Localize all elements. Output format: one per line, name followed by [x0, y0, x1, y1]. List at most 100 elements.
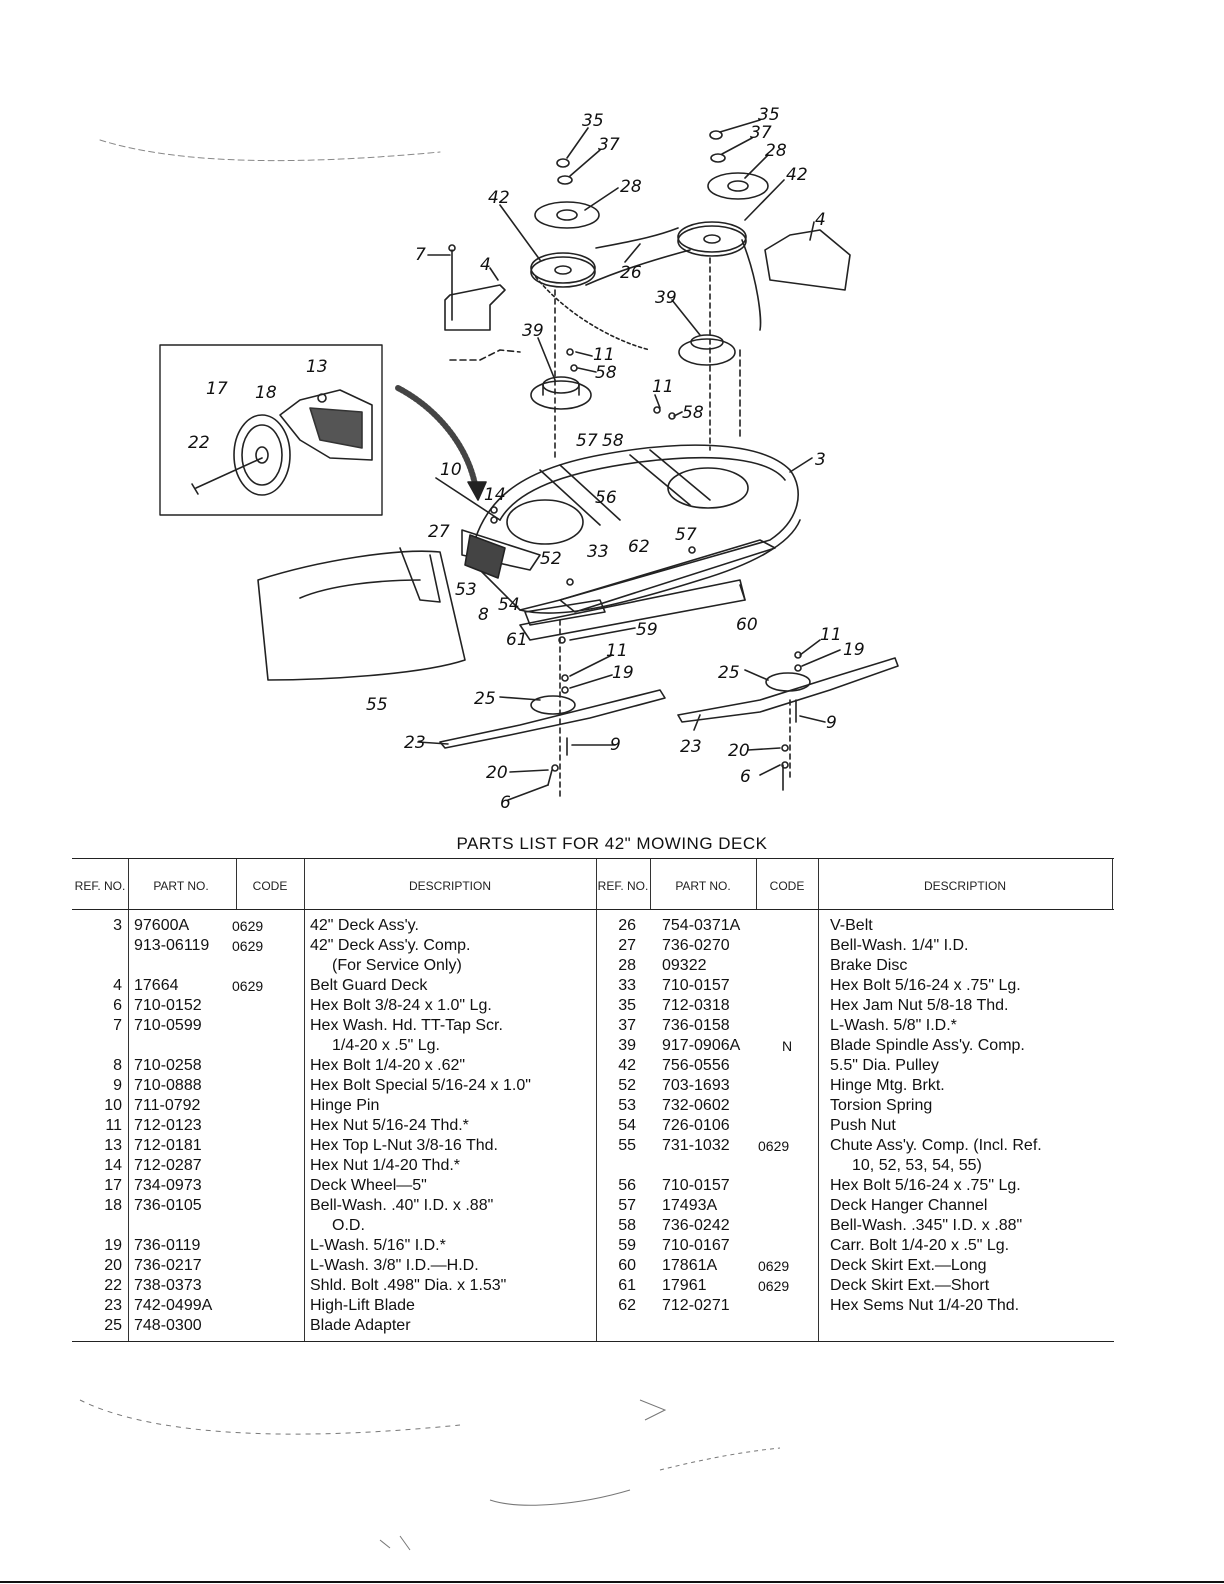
callout-9-left: 9: [610, 735, 621, 755]
part-number-cell: 726-0106: [662, 1116, 818, 1136]
part-ref-no: 23: [104, 1297, 122, 1314]
part-description: Hex Bolt 5/16-24 x .75" Lg.: [830, 977, 1021, 994]
callout-58-mid: 58: [682, 403, 704, 423]
part-ref-no: 18: [104, 1197, 122, 1214]
part-ref-no: 17: [104, 1177, 122, 1194]
callout-23-right: 23: [680, 737, 702, 757]
part-number: 17861A: [662, 1257, 718, 1274]
part-number: 913-06119: [134, 937, 210, 954]
part-number-cell: 756-0556: [662, 1056, 818, 1076]
part-number-cell: 712-0123: [134, 1116, 304, 1136]
callout-39-left: 39: [522, 321, 544, 341]
part-description: 5.5" Dia. Pulley: [830, 1057, 939, 1074]
callout-9-right: 9: [826, 713, 837, 733]
discharge-chute: [257, 550, 466, 681]
spindle-left: [530, 380, 592, 410]
part-ref-no: [72, 956, 128, 976]
part-number: 712-0271: [662, 1297, 730, 1314]
callout-6-right: 6: [740, 767, 751, 787]
part-description: L-Wash. 3/8" I.D.—H.D.: [310, 1257, 479, 1274]
part-number-cell: [662, 1156, 818, 1176]
part-ref-no: 13: [104, 1137, 122, 1154]
part-number-cell: 736-0217: [134, 1256, 304, 1276]
callout-20-left: 20: [486, 763, 508, 783]
part-description: 42" Deck Ass'y. Comp.: [310, 937, 471, 954]
callout-62: 62: [628, 537, 650, 557]
part-number-cell: 742-0499A: [134, 1296, 304, 1316]
scan-marks: [0, 1399, 1224, 1583]
part-ref-no: 55: [618, 1137, 636, 1154]
part-description: Bell-Wash. 1/4" I.D.: [830, 937, 969, 954]
callout-17: 17: [206, 379, 228, 399]
part-number-cell: 732-0602: [662, 1096, 818, 1116]
part-description: 10, 52, 53, 54, 55): [852, 1157, 982, 1174]
part-ref-no: [596, 1156, 642, 1176]
callout-4-left: 4: [480, 255, 491, 275]
part-description: Bell-Wash. .345" I.D. x .88": [830, 1217, 1023, 1234]
part-ref-no: 27: [618, 937, 636, 954]
brake-disc-left: [534, 201, 600, 229]
callout-28-left: 28: [620, 177, 642, 197]
part-number-cell: 913-06119 0629: [134, 936, 304, 956]
part-number-cell: 736-0119: [134, 1236, 304, 1256]
header-ref-no-right: REF. NO.: [597, 878, 649, 893]
part-ref-no: 11: [105, 1117, 122, 1134]
parts-list-table: REF. NO. PART NO. CODE DESCRIPTION REF. …: [72, 858, 1114, 1342]
part-description: Hex Wash. Hd. TT-Tap Scr.: [310, 1017, 503, 1034]
part-number: 738-0373: [134, 1277, 202, 1294]
part-description: Blade Spindle Ass'y. Comp.: [830, 1037, 1025, 1054]
part-ref-no: 54: [618, 1117, 636, 1134]
callout-14: 14: [484, 485, 506, 505]
callout-20-right: 20: [728, 741, 750, 761]
part-description: Deck Wheel—5": [310, 1177, 427, 1194]
part-description: Blade Adapter: [310, 1317, 411, 1334]
part-ref-no: 39: [618, 1037, 636, 1054]
part-ref-no: [72, 1036, 128, 1056]
part-ref-no: 58: [618, 1217, 636, 1234]
part-number: 756-0556: [662, 1057, 730, 1074]
part-ref-no: 14: [104, 1157, 122, 1174]
callout-8: 8: [478, 605, 489, 625]
part-code: 0629: [232, 938, 264, 954]
part-number-cell: 710-0167: [662, 1236, 818, 1256]
part-description: Hex Bolt Special 5/16-24 x 1.0": [310, 1077, 531, 1094]
part-number: 711-0792: [134, 1097, 201, 1114]
part-description: Hex Bolt 1/4-20 x .62": [310, 1057, 466, 1074]
header-code-left: CODE: [252, 878, 288, 893]
part-number: 754-0371A: [662, 917, 741, 934]
part-number-cell: 710-0599: [134, 1016, 304, 1036]
part-ref-no: 6: [113, 997, 122, 1014]
part-number: 17664: [134, 977, 179, 994]
part-ref-no: 35: [618, 997, 636, 1014]
header-part-no-right: PART NO.: [675, 878, 731, 893]
hinge-bracket: [461, 529, 541, 571]
callout-39-right: 39: [655, 288, 677, 308]
part-code: N: [782, 1038, 793, 1054]
part-code: 0629: [758, 1258, 790, 1274]
part-ref-no: 59: [618, 1237, 636, 1254]
part-number: 732-0602: [662, 1097, 730, 1114]
part-description: Deck Skirt Ext.—Long: [830, 1257, 987, 1274]
callout-52: 52: [540, 549, 562, 569]
callout-27: 27: [428, 522, 450, 542]
part-number: 736-0158: [662, 1017, 730, 1034]
part-description: L-Wash. 5/8" I.D.*: [830, 1017, 957, 1034]
part-ref-no: 61: [618, 1277, 636, 1294]
part-number: 17961: [662, 1277, 707, 1294]
part-description: (For Service Only): [332, 957, 462, 974]
spindle-right: [678, 338, 736, 366]
blade-adapter-left: [530, 695, 576, 715]
callout-59: 59: [636, 620, 658, 640]
part-number-cell: 736-0158: [662, 1016, 818, 1036]
part-ref-no: 26: [618, 917, 636, 934]
part-description: Carr. Bolt 1/4-20 x .5" Lg.: [830, 1237, 1010, 1254]
part-description: Deck Skirt Ext.—Short: [830, 1277, 990, 1294]
callout-56: 56: [595, 488, 617, 508]
belt-guard-right: [764, 229, 851, 291]
part-number-cell: 736-0105: [134, 1196, 304, 1216]
header-description-right: DESCRIPTION: [923, 878, 1006, 893]
